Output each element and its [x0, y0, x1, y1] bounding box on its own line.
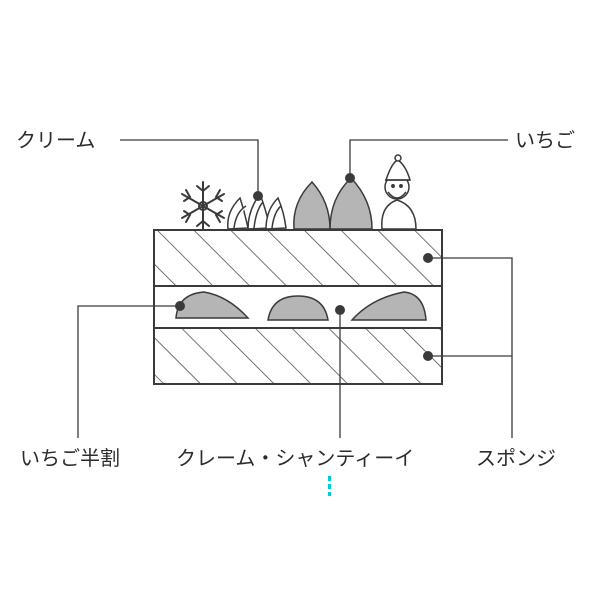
dot-strawberry-half: [175, 301, 185, 311]
strawberry-half-center: [267, 295, 329, 321]
sponge-layer-bottom: [153, 327, 443, 385]
santa-icon: [381, 154, 417, 230]
label-strawberry-half: いちご半割: [20, 446, 120, 470]
leader-strawberry-half: [77, 305, 180, 438]
dot-sponge-top: [423, 253, 433, 263]
strawberry-icon: [293, 180, 331, 230]
leader-dots: [175, 173, 433, 361]
label-strawberry: いちご: [515, 128, 575, 152]
cream-layer-middle: [153, 285, 443, 329]
leader-lines: [77, 139, 513, 438]
leader-sponge: [428, 257, 513, 357]
strawberry-icon: [329, 176, 373, 230]
marker-dashes: [328, 476, 331, 496]
strawberry-half-right: [350, 291, 427, 321]
label-creme-chantilly: クレーム・シャンティーイ: [176, 446, 415, 470]
label-sponge: スポンジ: [476, 446, 556, 470]
dot-sponge-bottom: [423, 351, 433, 361]
sponge-layer-top: [153, 229, 443, 287]
leader-strawberry: [349, 139, 508, 178]
dot-cream: [253, 191, 263, 201]
label-cream: クリーム: [16, 128, 96, 152]
dot-creme-chantilly: [335, 305, 345, 315]
snowflake-icon: [181, 181, 225, 231]
dot-strawberry: [345, 173, 355, 183]
leader-cream: [120, 139, 259, 196]
